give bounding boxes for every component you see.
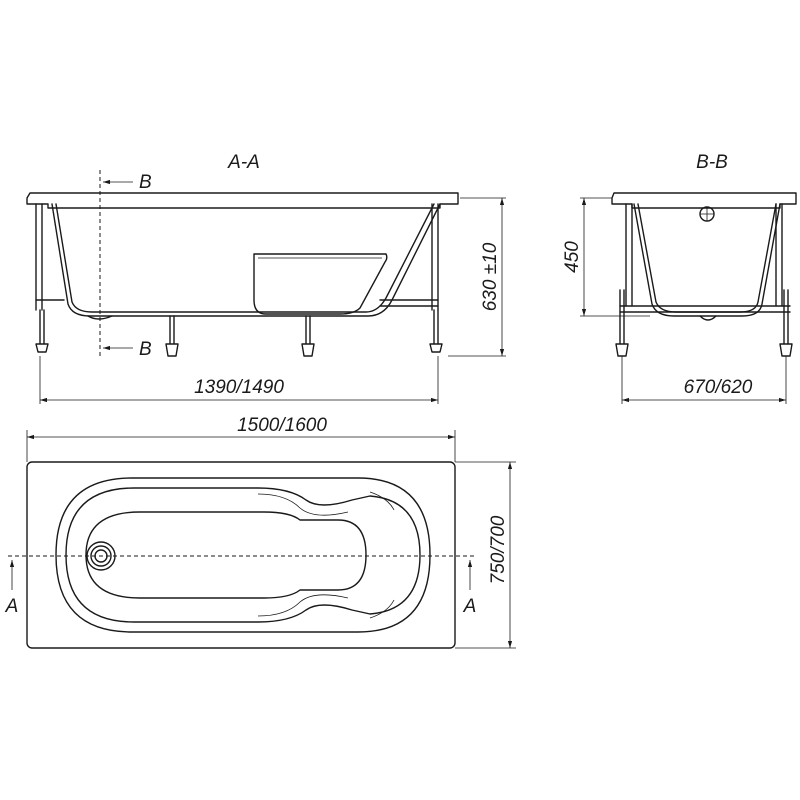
aa-cut-label-bottom: B: [139, 339, 152, 360]
aa-frame-bar: [35, 299, 439, 307]
aa-foot-2: [165, 315, 179, 357]
plan-cut-label-right: A: [463, 596, 477, 617]
aa-drain: [87, 315, 113, 320]
bb-height-label: 450: [562, 241, 583, 273]
plan-length-label: 1500/1600: [237, 415, 327, 436]
section-bb-title: B-B: [696, 152, 728, 173]
section-aa-title: A-A: [227, 152, 260, 173]
aa-foot-1: [35, 309, 49, 353]
bb-drain: [699, 315, 717, 321]
plan-bowl-outer: [55, 477, 431, 633]
bb-frame-bar: [619, 305, 791, 313]
plan-armrest-tips: [369, 491, 395, 619]
aa-length-label: 1390/1490: [194, 377, 284, 398]
bb-overflow-cross: [700, 207, 714, 221]
plan-view: 1500/1600 A A 750/700: [5, 415, 516, 649]
section-bb-view: B-B 450 670/620: [562, 152, 797, 404]
bb-width-label: 670/620: [684, 377, 753, 398]
plan-bowl-floor: [85, 511, 367, 599]
aa-cut-label-top: B: [139, 172, 152, 193]
plan-rim: [26, 461, 456, 649]
aa-rim: [26, 192, 459, 209]
plan-cut-label-left: A: [5, 596, 19, 617]
aa-tub-inner: [55, 203, 435, 313]
aa-foot-3: [301, 315, 315, 357]
bb-legs: [625, 203, 783, 307]
bb-tub-shell: [633, 203, 781, 317]
aa-leg-right: [431, 203, 439, 311]
aa-tub-shell: [51, 203, 441, 317]
aa-backrest: [253, 253, 388, 315]
section-aa-view: A-A B B: [26, 152, 506, 404]
plan-bowl-mid: [65, 487, 421, 623]
bb-foot-right: [779, 289, 793, 357]
bb-foot-left: [615, 289, 629, 357]
aa-leg-left: [35, 203, 43, 311]
aa-foot-4: [429, 309, 443, 353]
bb-rim: [611, 192, 797, 209]
aa-height-label: 630 ±10: [480, 242, 501, 311]
plan-armrest-curves: [257, 493, 349, 617]
plan-width-label: 750/700: [488, 515, 509, 584]
